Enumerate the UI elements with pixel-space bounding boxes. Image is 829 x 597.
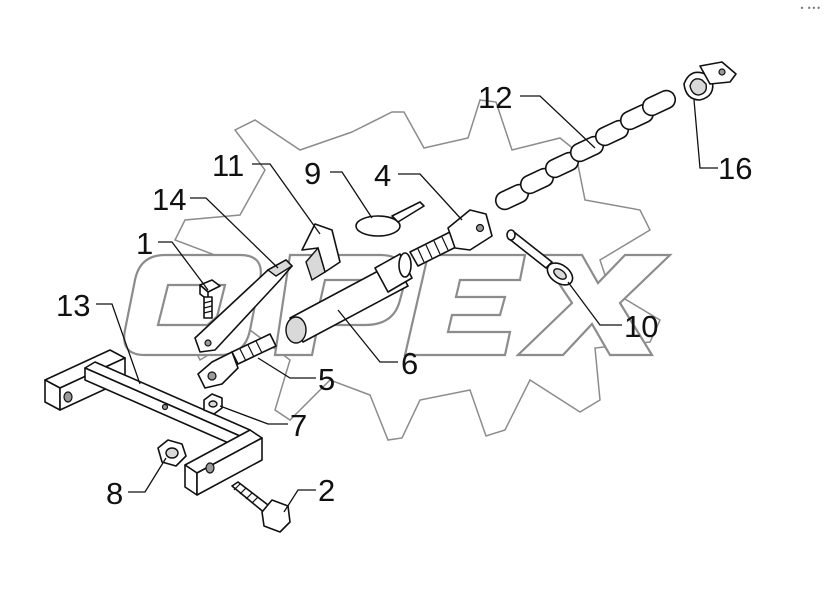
callout-11: 11 xyxy=(212,148,245,183)
part-2-bolt xyxy=(231,481,291,533)
part-10-pin xyxy=(506,229,574,286)
callout-5: 5 xyxy=(318,362,336,397)
leader-2 xyxy=(283,489,316,513)
leader-12 xyxy=(520,95,596,149)
part-12-chain xyxy=(494,89,677,211)
callout-6: 6 xyxy=(401,346,419,381)
corner-mark: • ••• xyxy=(799,4,821,13)
watermark-letter-e xyxy=(403,253,527,357)
leader-11 xyxy=(252,163,321,235)
callout-12: 12 xyxy=(478,80,513,115)
part-14-curved-plate xyxy=(194,259,294,353)
part-6-tube xyxy=(285,252,413,344)
leader-13 xyxy=(96,303,141,385)
leader-lines xyxy=(96,95,718,513)
callout-1: 1 xyxy=(136,226,154,261)
callout-14: 14 xyxy=(152,182,187,217)
leader-16 xyxy=(693,99,718,169)
part-13-cross-bar xyxy=(44,349,263,496)
callout-16: 16 xyxy=(718,151,753,186)
part-9-cap xyxy=(355,201,425,237)
leader-9 xyxy=(330,171,373,219)
leader-1 xyxy=(158,241,209,291)
callout-7: 7 xyxy=(290,408,308,443)
leader-5 xyxy=(257,357,316,379)
callout-4: 4 xyxy=(374,158,392,193)
callout-10: 10 xyxy=(624,309,659,344)
callout-9: 9 xyxy=(304,156,322,191)
leader-8 xyxy=(128,457,167,493)
part-5-threaded-eye xyxy=(197,333,277,389)
part-11-clip xyxy=(301,223,341,282)
part-16-shackle xyxy=(683,61,737,101)
part-7-nut xyxy=(203,393,223,415)
leader-4 xyxy=(398,173,463,221)
part-4-threaded-fork xyxy=(409,209,493,267)
part-1-bolt xyxy=(199,279,221,319)
leader-10 xyxy=(567,281,622,326)
part-8-nut xyxy=(157,439,187,467)
leader-14 xyxy=(190,197,279,269)
leader-7 xyxy=(219,405,288,425)
callout-8: 8 xyxy=(106,476,124,511)
leader-6 xyxy=(337,309,398,363)
callout-13: 13 xyxy=(56,288,91,323)
watermark-letter-x xyxy=(515,253,673,357)
callout-2: 2 xyxy=(318,473,336,508)
